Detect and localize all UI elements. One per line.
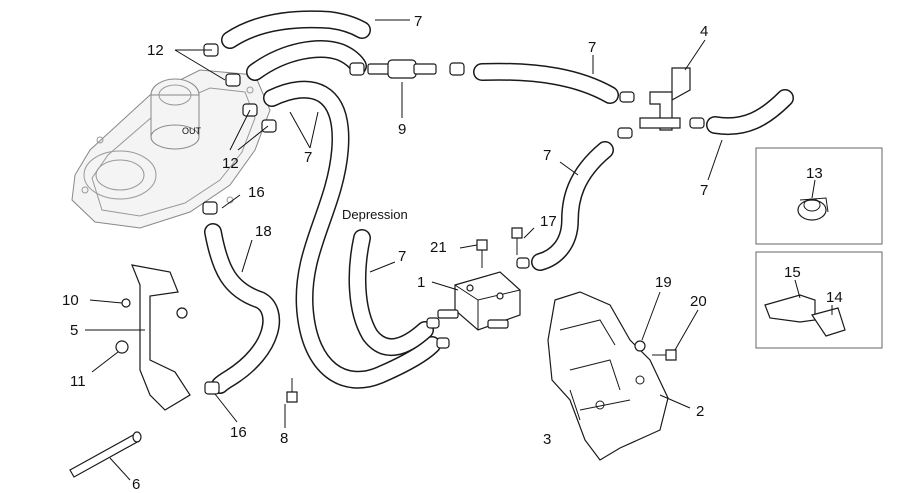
callout-labels: 12 12 7 7 7 7 7 7 4 9 16 18 17 21 1 10 5… [62,13,843,493]
fuel-tank: OUT [71,69,271,229]
clamp [449,62,465,76]
leader-lines [85,19,833,481]
clamp [516,257,530,269]
clamp [349,62,365,76]
hose-clamps [202,43,705,395]
callout-20: 20 [690,293,707,310]
callout-7: 7 [304,149,312,166]
callout-16: 16 [248,184,265,201]
nut [115,340,129,354]
callout-10: 10 [62,292,79,309]
clamp [619,91,635,103]
clamp [204,381,220,395]
screws [115,227,677,403]
callout-9: 9 [398,121,406,138]
inset-clip-box [755,147,883,245]
callout-19: 19 [655,274,672,291]
tank-out-marking: OUT [182,126,202,136]
clamp [689,117,705,129]
t-fitting-bracket [639,67,691,131]
callout-17: 17 [540,213,557,230]
callout-4: 4 [700,23,708,40]
callout-3: 3 [543,431,551,448]
clamp [617,127,633,139]
clamp [261,119,277,133]
callout-7: 7 [543,147,551,164]
clamp [225,73,241,87]
callout-7: 7 [588,39,596,56]
callout-7: 7 [398,248,406,265]
inset-clamp-box [755,251,883,349]
callout-18: 18 [255,223,272,240]
callout-7: 7 [700,182,708,199]
callout-6: 6 [132,476,140,493]
washer [634,340,646,352]
callout-11: 11 [70,373,86,390]
callout-5: 5 [70,322,78,339]
callout-2: 2 [696,403,704,420]
callout-1: 1 [417,274,425,291]
clamp [436,337,450,349]
rod [69,431,142,478]
callout-7: 7 [414,13,422,30]
callout-13: 13 [806,165,823,182]
clamp [426,317,440,329]
clamp [202,201,218,215]
callout-8: 8 [280,430,288,447]
callout-21: 21 [430,239,447,256]
callout-12: 12 [147,42,164,59]
fuel-filter [367,59,437,79]
callout-14: 14 [826,289,843,306]
hoses [204,10,794,394]
fuel-pump [437,271,521,331]
depression-annotation: Depression [342,207,408,222]
callout-15: 15 [784,264,801,281]
bracket-plate [547,291,669,461]
callout-12: 12 [222,155,239,172]
support-bracket [131,264,191,411]
callout-16: 16 [230,424,247,441]
